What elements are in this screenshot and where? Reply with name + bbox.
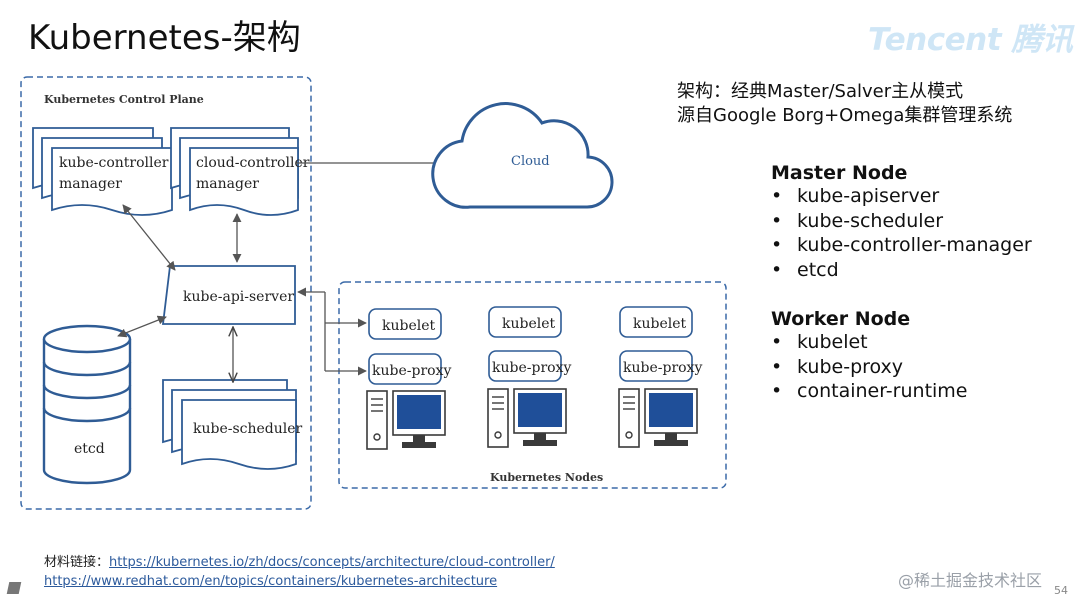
- api-server-label: kube-api-server: [183, 289, 294, 305]
- references: 材料链接：https://kubernetes.io/zh/docs/conce…: [44, 553, 555, 591]
- kube-proxy-box: [619, 350, 693, 382]
- master-node-heading: Master Node: [771, 162, 908, 184]
- cloud-label: Cloud: [511, 154, 550, 169]
- reference-link-redhat[interactable]: https://www.redhat.com/en/topics/contain…: [44, 574, 498, 589]
- kube-scheduler-label: kube-scheduler: [193, 421, 303, 437]
- master-node-item: kube-apiserver: [771, 184, 1032, 209]
- reference-link-kubernetes[interactable]: https://kubernetes.io/zh/docs/concepts/a…: [109, 555, 555, 570]
- reference-line2: https://www.redhat.com/en/topics/contain…: [44, 572, 555, 591]
- cloud-controller-manager-line2: manager: [196, 176, 259, 192]
- references-label: 材料链接：: [44, 555, 110, 570]
- master-node-item: etcd: [771, 258, 1032, 283]
- control-plane-box: [20, 76, 312, 510]
- cloud-controller-manager-icon: [170, 127, 299, 216]
- cloud-icon: [431, 102, 614, 209]
- server-computer-icon: [487, 388, 567, 448]
- kubernetes-nodes-box: [338, 281, 727, 489]
- worker-node-item: container-runtime: [771, 379, 968, 404]
- page-number: 54: [1054, 584, 1068, 597]
- architecture-note: 架构：经典Master/Salver主从模式 源自Google Borg+Ome…: [677, 80, 1012, 128]
- corner-logo-icon: [6, 582, 22, 594]
- kube-proxy-label: kube-proxy: [372, 363, 451, 379]
- kubelet-box: [619, 306, 693, 338]
- etcd-database-icon: [42, 324, 132, 485]
- juejin-watermark: @稀土掘金技术社区: [898, 571, 1043, 590]
- kube-controller-manager-icon: [32, 127, 173, 216]
- kube-scheduler-icon: [162, 379, 297, 470]
- worker-node-3: kubelet kube-proxy: [618, 306, 702, 448]
- control-plane-label: Kubernetes Control Plane: [44, 93, 204, 106]
- architecture-note-line1: 架构：经典Master/Salver主从模式: [677, 81, 964, 102]
- api-server-box: [161, 265, 296, 325]
- kube-proxy-label: kube-proxy: [623, 360, 702, 376]
- kubelet-label: kubelet: [502, 316, 556, 332]
- kube-proxy-box: [488, 350, 562, 382]
- reference-line1: 材料链接：https://kubernetes.io/zh/docs/conce…: [44, 553, 555, 572]
- kubelet-label: kubelet: [382, 318, 436, 334]
- kube-proxy-box: [368, 353, 442, 385]
- worker-node-item: kube-proxy: [771, 355, 968, 380]
- etcd-to-api-arrow: [117, 315, 167, 338]
- etcd-label: etcd: [74, 441, 105, 457]
- server-computer-icon: [618, 388, 698, 448]
- controller-to-api-arrow: [122, 204, 176, 271]
- master-node-section: Master Node kube-apiserver kube-schedule…: [771, 162, 1032, 282]
- worker-node-2: kubelet kube-proxy: [487, 306, 571, 448]
- tencent-logo: Tencent 腾讯: [868, 22, 1073, 58]
- kubernetes-nodes-label: Kubernetes Nodes: [490, 471, 603, 484]
- worker-node-section: Worker Node kubelet kube-proxy container…: [771, 308, 968, 404]
- server-computer-icon: [366, 390, 446, 450]
- kube-proxy-label: kube-proxy: [492, 360, 571, 376]
- architecture-note-line2: 源自Google Borg+Omega集群管理系统: [677, 105, 1013, 126]
- slide-title: Kubernetes-架构: [28, 18, 301, 58]
- master-node-item: kube-scheduler: [771, 209, 1032, 234]
- worker-node-heading: Worker Node: [771, 308, 911, 330]
- kubelet-label: kubelet: [633, 316, 687, 332]
- kube-controller-manager-line2: manager: [59, 176, 122, 192]
- master-node-list: kube-apiserver kube-scheduler kube-contr…: [771, 184, 1032, 282]
- worker-node-list: kubelet kube-proxy container-runtime: [771, 330, 968, 404]
- kube-controller-manager-line1: kube-controller: [59, 155, 169, 171]
- kubelet-box: [488, 306, 562, 338]
- worker-node-item: kubelet: [771, 330, 968, 355]
- kubelet-box: [368, 308, 442, 340]
- worker-node-1: kubelet kube-proxy: [366, 308, 451, 450]
- cloud-controller-manager-line1: cloud-controller: [196, 155, 310, 171]
- master-node-item: kube-controller-manager: [771, 233, 1032, 258]
